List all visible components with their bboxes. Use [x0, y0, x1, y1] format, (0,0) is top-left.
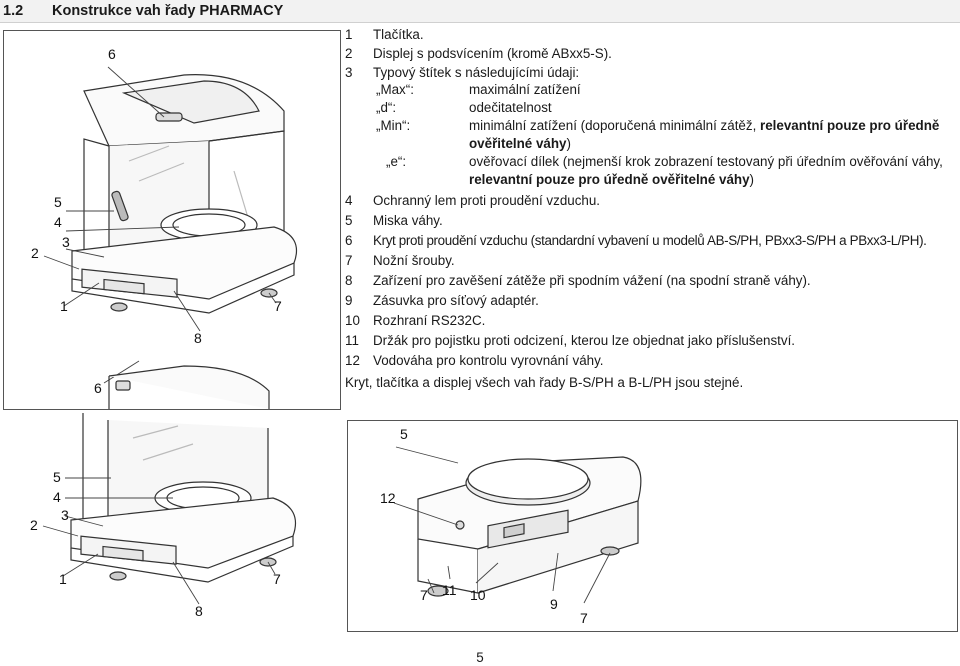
figure-balance-rear: 5 12 7 11 10 9 7 [347, 420, 958, 632]
section-number: 1.2 [3, 3, 24, 19]
section-title: Konstrukce vah řady PHARMACY [52, 3, 284, 19]
callout-10-rear: 10 [470, 587, 486, 603]
callout-8: 8 [194, 330, 202, 346]
callout-7b-rear: 7 [580, 610, 588, 626]
callout-4: 4 [54, 214, 62, 230]
callout-3: 3 [62, 234, 70, 250]
section-heading: 1.2 Konstrukce vah řady PHARMACY [0, 0, 960, 23]
balance-lower-drawing [42, 413, 297, 605]
callout-9-rear: 9 [550, 596, 558, 612]
callout-7: 7 [274, 298, 282, 314]
callout-5: 5 [54, 194, 62, 210]
closing-note: Kryt, tlačítka a displej všech vah řady … [345, 375, 744, 390]
callout-11-rear: 11 [442, 582, 457, 598]
callout-7-rear: 7 [420, 587, 428, 603]
callout-8-b: 8 [195, 603, 203, 619]
callout-1-b: 1 [59, 571, 67, 587]
callout-5-rear: 5 [400, 426, 408, 442]
figure-balance-top: 6 5 4 3 2 1 7 8 6 [3, 30, 341, 410]
figure-balance-lower: 5 4 3 2 1 7 8 [3, 408, 343, 638]
callout-1: 1 [60, 298, 68, 314]
callout-3-b: 3 [61, 507, 69, 523]
page-number: 5 [476, 650, 484, 665]
callout-6: 6 [108, 46, 116, 62]
balance-drawing [43, 66, 298, 409]
callout-7-b: 7 [273, 571, 281, 587]
callout-5-b: 5 [53, 469, 61, 485]
callout-2-b: 2 [30, 517, 38, 533]
callout-2: 2 [31, 245, 39, 261]
callout-4-b: 4 [53, 489, 61, 505]
balance-rear-drawing [393, 446, 642, 604]
callout-12-rear: 12 [380, 490, 396, 506]
callout-6-lower: 6 [94, 380, 102, 396]
